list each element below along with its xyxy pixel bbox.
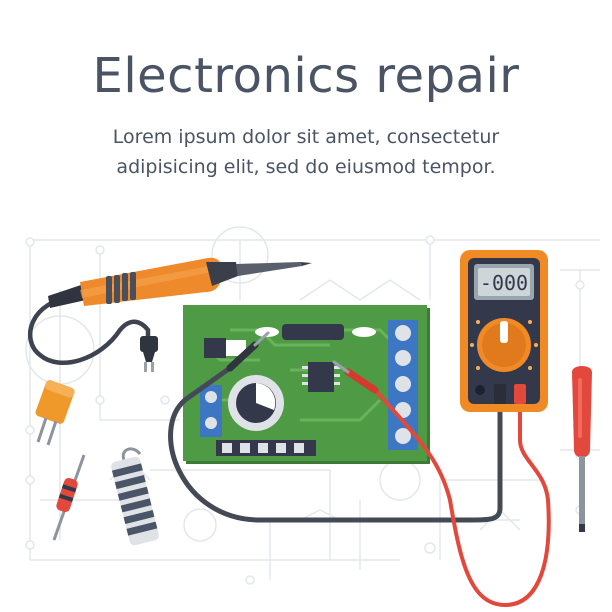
subtitle-line-1: Lorem ipsum dolor sit amet, consectetur [112, 126, 500, 148]
terminal-block-right [388, 320, 418, 450]
subtitle-line-2: adipisicing elit, sed do eiusmod tempor. [116, 156, 496, 178]
screwdriver [572, 366, 592, 532]
black-probe [168, 331, 503, 523]
terminal-block-left [200, 385, 222, 437]
page-title: Electronics repair [92, 48, 520, 104]
electrolytic-capacitor [228, 375, 284, 431]
pin-header [216, 440, 316, 456]
soldering-iron-cable [28, 294, 151, 365]
red-probe [332, 360, 551, 608]
resistor-component [52, 454, 86, 541]
power-plug-icon [140, 336, 158, 372]
ic-chip [302, 362, 340, 392]
circuit-board [183, 305, 430, 464]
solder-wire-spool [111, 447, 159, 546]
soldering-iron [28, 257, 312, 372]
page-subtitle: Lorem ipsum dolor sit amet, consectetur … [0, 122, 612, 182]
multimeter-dial [470, 318, 538, 372]
capacitor-component [35, 380, 75, 446]
multimeter: -000 [460, 250, 548, 412]
transistor-component [204, 338, 246, 358]
multimeter-display-text: -000 [480, 271, 528, 295]
